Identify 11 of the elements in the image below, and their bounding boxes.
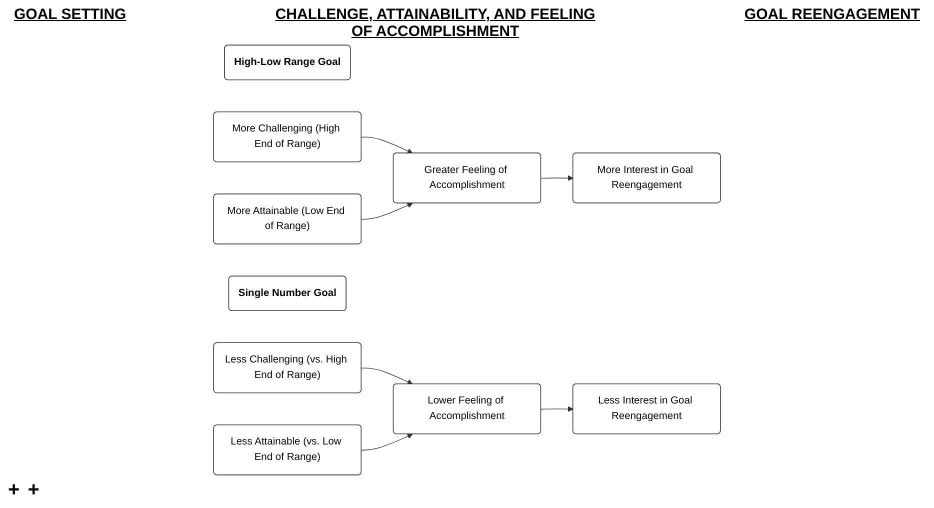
column-heading: CHALLENGE, ATTAINABILITY, AND FEELING OF ACCOMPLISHMENT <box>274 6 596 40</box>
column-heading: GOAL SETTING <box>14 6 126 25</box>
arrow <box>540 406 574 412</box>
arrow <box>361 136 413 154</box>
arrow <box>361 368 413 385</box>
arrow <box>361 434 413 450</box>
arrow <box>361 202 413 220</box>
column-heading: GOAL REENGAGEMENT <box>744 6 920 25</box>
arrow <box>540 175 574 181</box>
plus-sign: + <box>8 479 20 502</box>
plus-sign: + <box>28 479 40 502</box>
